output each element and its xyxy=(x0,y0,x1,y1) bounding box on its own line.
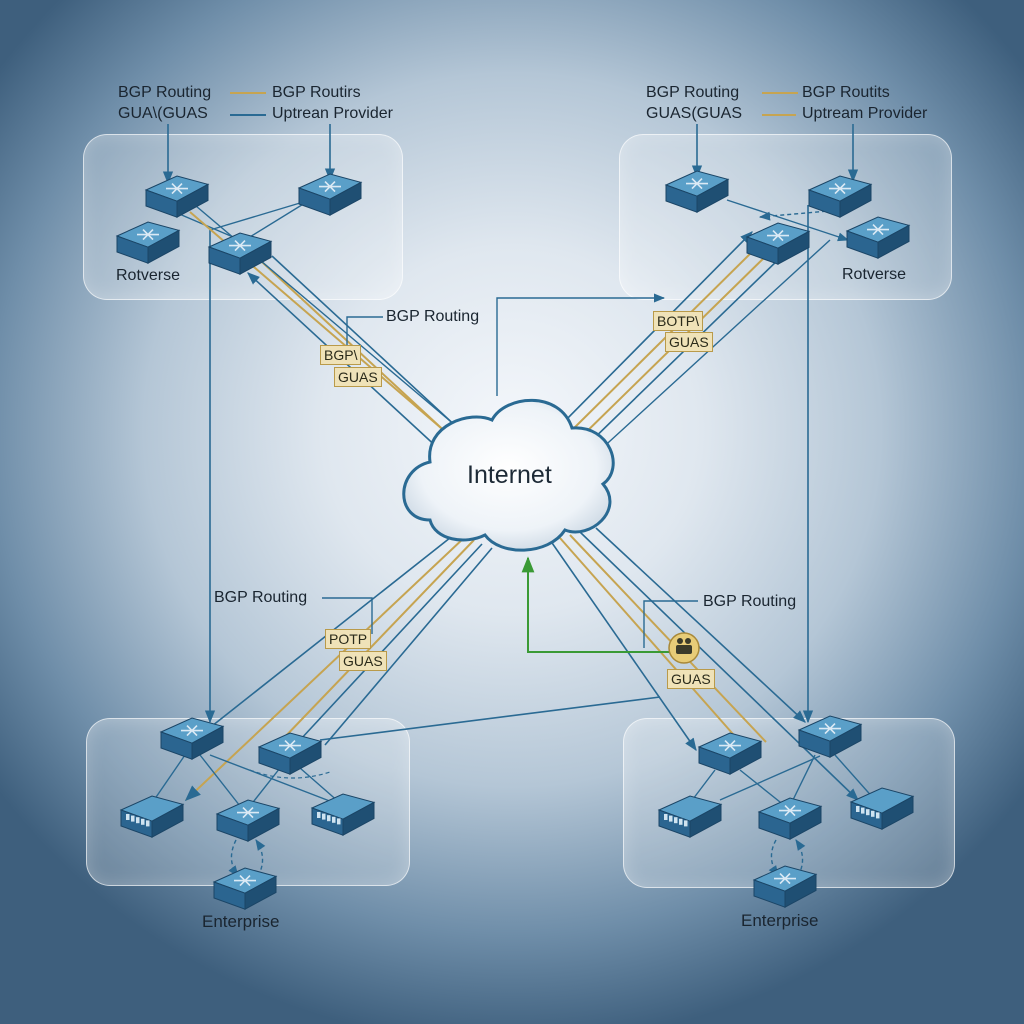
link-line xyxy=(249,767,281,807)
switch-icon xyxy=(752,865,818,909)
trunk-line xyxy=(324,547,493,746)
switch-icon xyxy=(207,232,273,276)
link-line xyxy=(834,754,876,801)
region-label: Enterprise xyxy=(202,912,280,931)
switch-icon xyxy=(257,732,323,776)
routing-line xyxy=(496,293,666,396)
link-line xyxy=(726,199,850,242)
legend-label: BGP Routits xyxy=(802,84,890,101)
trunk-line xyxy=(279,539,475,743)
routing-label: BGP Routing xyxy=(703,593,797,610)
trunk-line xyxy=(597,239,831,453)
trunk-line xyxy=(299,543,483,741)
internet-label: Internet xyxy=(467,461,552,489)
switch-icon xyxy=(159,717,225,761)
legend-label: GUA\(GUAS xyxy=(118,105,208,122)
switch-icon xyxy=(664,170,730,214)
switch-icon xyxy=(757,797,823,841)
router-icon xyxy=(657,795,723,839)
legend-line-blue xyxy=(230,114,266,116)
link-line xyxy=(176,212,241,241)
legend-label: BGP Routirs xyxy=(272,84,361,101)
routing-tag: BOTP\ xyxy=(653,311,704,331)
link-line xyxy=(209,202,301,231)
link-line xyxy=(319,696,661,741)
trunk-line xyxy=(559,537,741,743)
routing-line xyxy=(643,600,698,648)
link-line xyxy=(768,839,779,877)
link-line xyxy=(151,754,186,804)
routing-tag: GUAS xyxy=(339,651,387,671)
routing-tag: GUAS xyxy=(667,669,715,689)
region-label: Rotverse xyxy=(116,267,181,284)
routing-line xyxy=(322,597,373,634)
routing-tag: BGP\ xyxy=(320,345,362,365)
trunk-line xyxy=(184,535,467,802)
switch-icon xyxy=(297,173,363,217)
trunk-line xyxy=(549,539,697,752)
trunk-line xyxy=(579,531,859,801)
legend-line-gold xyxy=(230,92,266,94)
legend-label: Uptream Provider xyxy=(802,105,928,122)
switch-icon xyxy=(697,732,763,776)
link-line xyxy=(789,754,816,807)
switch-icon xyxy=(115,221,181,265)
link-line xyxy=(739,769,786,807)
routing-tag: GUAS xyxy=(665,332,713,352)
link-line xyxy=(249,769,331,779)
legend-label: BGP Routing xyxy=(646,84,740,101)
switch-icon xyxy=(797,715,863,759)
link-line xyxy=(719,755,821,801)
legend-label: GUAS(GUAS xyxy=(646,105,743,122)
switch-icon xyxy=(212,867,278,911)
legend-line-gold xyxy=(762,114,796,116)
link-line xyxy=(209,754,341,806)
routing-label: BGP Routing xyxy=(386,308,480,325)
link-line xyxy=(299,767,341,804)
router-icon xyxy=(310,793,376,837)
link-line xyxy=(758,209,841,221)
trunk-line xyxy=(271,255,461,431)
region-label: Rotverse xyxy=(842,266,907,283)
switch-icon xyxy=(745,222,811,266)
routing-tag: GUAS xyxy=(334,367,382,387)
switch-icon xyxy=(215,799,281,843)
region-panel-top-right xyxy=(619,134,952,300)
trunk-line xyxy=(583,255,783,449)
link-line xyxy=(228,839,239,877)
trunk-line xyxy=(211,529,461,727)
trunk-line xyxy=(555,231,753,431)
switch-icon xyxy=(845,216,911,260)
link-line xyxy=(199,754,241,807)
routing-tag: POTP xyxy=(325,629,372,649)
switch-icon xyxy=(144,175,210,219)
trunk-line xyxy=(565,243,761,437)
legend-line-gold xyxy=(762,92,798,94)
region-label: Enterprise xyxy=(741,911,819,930)
switch-icon xyxy=(807,175,873,219)
routing-line xyxy=(346,316,383,345)
legend-label: BGP Routing xyxy=(118,84,212,101)
router-icon xyxy=(119,795,185,839)
cloud-icon xyxy=(402,398,615,552)
return-path-line xyxy=(521,556,672,653)
legend-label: Uptrean Provider xyxy=(272,105,393,122)
trunk-line xyxy=(569,534,767,743)
router-icon xyxy=(849,787,915,831)
routing-label: BGP Routing xyxy=(214,589,308,606)
badge-icon xyxy=(668,632,700,664)
trunk-line xyxy=(595,527,806,723)
